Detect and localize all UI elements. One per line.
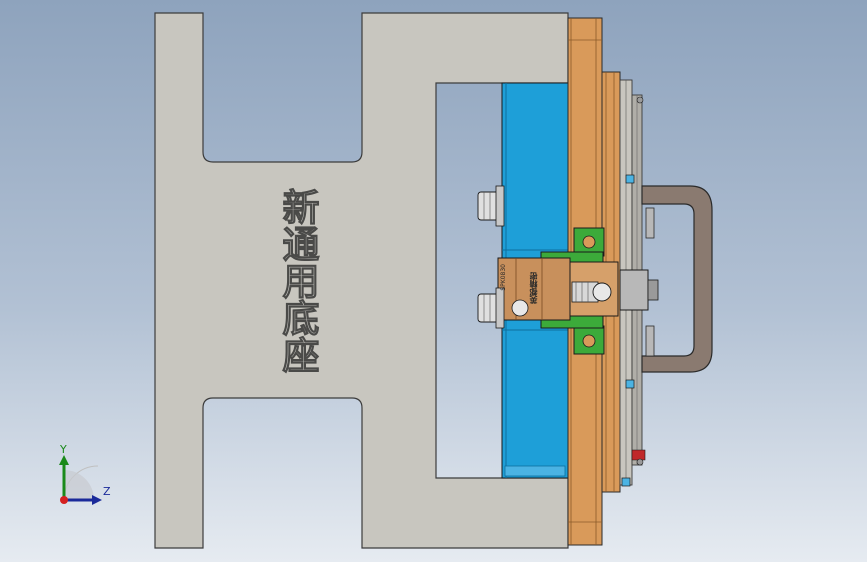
coordinate-triad [59, 455, 102, 505]
cooling-fitting-upper [477, 185, 505, 227]
base-engraving-text: 新通用底座 [276, 188, 320, 374]
part-tag-small: SPK0830 [500, 264, 507, 291]
lifting-handle [641, 185, 713, 373]
cooling-fitting-lower [477, 287, 529, 329]
triad-y-label: Y [60, 443, 67, 456]
part-tag-bold: 英都精密 [529, 272, 538, 304]
triad-z-label: Z [103, 485, 111, 498]
